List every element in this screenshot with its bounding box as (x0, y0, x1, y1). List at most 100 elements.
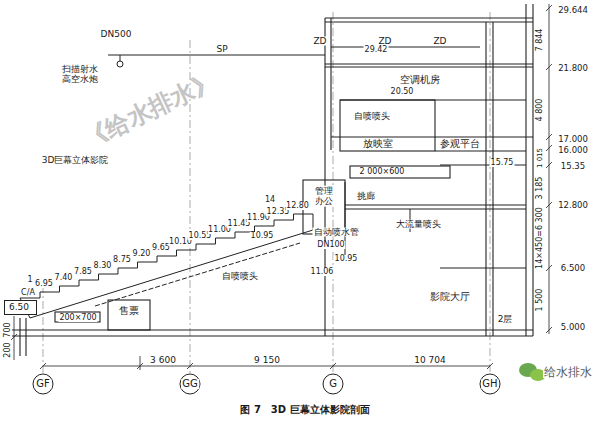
drawing-label: ZD (377, 37, 392, 46)
drawing-line (546, 5, 552, 11)
drawing-label: 10.95 (250, 232, 275, 240)
box-label: 6.50 (9, 303, 32, 312)
drawing-line (12, 329, 533, 330)
drawing-label: 自喷喷头 (353, 112, 391, 121)
drawing-label: 2 000×600 (359, 168, 406, 176)
drawing-line (340, 100, 435, 151)
drawing-label: 挑廊 (356, 192, 376, 201)
drawing-line (12, 335, 533, 336)
drawing-line (331, 136, 533, 137)
drawing-label: 扫描射水 高空水炮 (59, 64, 101, 85)
drawing-label: 700 (4, 321, 12, 338)
drawing-line (325, 66, 533, 67)
drawing-line (43, 366, 490, 367)
drawing-label: 自动喷水管 (313, 228, 360, 237)
drawing-line (546, 265, 552, 271)
drawing-line (546, 327, 552, 333)
figure-caption: 图 7 3D 巨幕立体影院剖面 (240, 403, 369, 417)
drawing-label: 1 (26, 276, 33, 284)
drawing-line (350, 166, 450, 178)
drawing-label: 12.800 (557, 201, 589, 210)
drawing-line (435, 150, 526, 151)
drawing-line (137, 363, 143, 369)
drawing-line (324, 18, 325, 336)
drawing-label: SP (215, 45, 228, 54)
drawing-line (440, 267, 526, 268)
pipes (95, 47, 480, 306)
drawing-line (117, 61, 123, 67)
drawing-label: 29.644 (557, 6, 589, 15)
drawing-label: 21.800 (557, 64, 589, 73)
drawing-label: 1 015 (537, 147, 544, 169)
drawing-label: 8.75 (112, 256, 132, 264)
drawing-line (180, 374, 200, 394)
drawing-label: 20.50 (390, 88, 415, 96)
drawing-line (323, 374, 343, 394)
drawing-label: 空调机房 (399, 75, 441, 85)
drawing-line (549, 4, 550, 334)
drawing-label: 4 800 (536, 98, 544, 123)
drawing-label: 2层 (497, 315, 514, 324)
drawing-label: GH (481, 379, 498, 389)
drawing-line (345, 208, 526, 209)
drawing-label: G (328, 379, 338, 389)
drawing-label: DN100 (316, 241, 345, 249)
dimension-lines (11, 4, 552, 370)
drawing-line (55, 312, 100, 322)
drawing-line (485, 22, 486, 336)
drawing-line (14, 316, 15, 360)
drawing-line (532, 4, 533, 336)
drawing-label: 参观平台 (439, 139, 481, 149)
drawing-line (331, 47, 480, 48)
drawing-line (480, 374, 500, 394)
drawing-line (492, 22, 493, 336)
drawing-label: 29.42 (364, 46, 389, 54)
drawing-line (108, 55, 325, 56)
drawing-label: 放映室 (362, 139, 394, 149)
drawing-label: 7.85 (73, 268, 93, 276)
drawing-line (525, 4, 526, 336)
drawing-label: GF (35, 379, 51, 389)
drawing-label: 3 600 (149, 356, 177, 365)
drawing-line (108, 300, 150, 330)
drawing-label: 15.75 (490, 159, 515, 167)
drawing-label: 3 185 (536, 176, 544, 201)
drawing-label: 管理 办公 (313, 186, 335, 207)
drawing-label: 9 150 (253, 356, 281, 365)
drawing-label: 200×700 (58, 314, 97, 322)
drawing-label: 10 704 (413, 356, 447, 365)
equipment-box: 6.50 (4, 300, 37, 315)
drawing-label: 影院大厅 (429, 292, 471, 302)
drawing-label: 17.000 (557, 135, 589, 144)
drawing-label: 1 500 (536, 288, 544, 313)
drawing-label: 7 844 (536, 28, 544, 53)
stepped-seating (20, 214, 313, 318)
drawing-line (120, 55, 121, 61)
drawing-label: 自喷喷头 (221, 272, 259, 281)
axis-circles (33, 374, 500, 394)
drawing-line (546, 64, 552, 70)
drawing-line (546, 202, 552, 208)
drawing-label: 9.20 (132, 250, 152, 258)
drawing-line (25, 318, 26, 356)
drawing-line (546, 162, 552, 168)
drawing-label: 8.30 (93, 262, 113, 270)
drawing-line (33, 374, 53, 394)
drawing-label: 5.000 (560, 323, 586, 332)
drawing-line (546, 145, 552, 151)
drawing-line (487, 363, 493, 369)
drawing-label: 6.95 (34, 280, 54, 288)
building-structure (12, 4, 533, 356)
drawing-label: 售票 (118, 306, 140, 316)
drawing-line (187, 363, 193, 369)
drawing-line (546, 134, 552, 140)
drawing-line (19, 318, 20, 356)
drawing-line (345, 204, 526, 205)
axis-lines (43, 12, 490, 374)
drawing-label: 14 (264, 196, 276, 204)
drawing-label: 12.80 (285, 202, 310, 210)
drawing-label: ZD (432, 37, 447, 46)
drawing-label: 16.000 (557, 146, 589, 155)
drawing-label: DN500 (100, 30, 133, 39)
